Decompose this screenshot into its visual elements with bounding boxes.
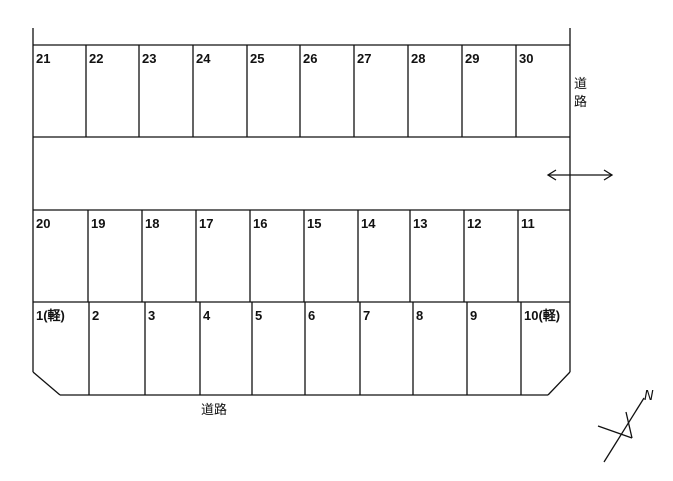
stall-number-middle: 19 <box>91 216 105 231</box>
stall-number-middle: 15 <box>307 216 321 231</box>
north-arrow-icon: N <box>597 389 654 463</box>
stall-number-middle: 13 <box>413 216 427 231</box>
stall-number-top: 26 <box>303 51 317 66</box>
stall-number-top: 23 <box>142 51 156 66</box>
stall-number-top: 29 <box>465 51 479 66</box>
stall-row-middle: 20 19 18 17 16 15 14 13 12 11 <box>33 210 570 303</box>
stall-number-bottom: 3 <box>148 308 155 323</box>
stall-number-bottom: 9 <box>470 308 477 323</box>
stall-number-middle: 20 <box>36 216 50 231</box>
stall-number-top: 27 <box>357 51 371 66</box>
stall-number-bottom: 7 <box>363 308 370 323</box>
stall-number-top: 30 <box>519 51 533 66</box>
north-label: N <box>644 389 654 404</box>
driving-aisle <box>33 169 614 211</box>
stall-number-bottom: 2 <box>92 308 99 323</box>
stall-number-middle: 18 <box>145 216 159 231</box>
stall-number-bottom: 8 <box>416 308 423 323</box>
stall-number-top: 22 <box>89 51 103 66</box>
stall-number-top: 25 <box>250 51 264 66</box>
stall-number-bottom: 5 <box>255 308 262 323</box>
stall-number-bottom: 4 <box>203 308 211 323</box>
two-way-arrow-icon <box>546 169 614 181</box>
stall-number-middle: 12 <box>467 216 481 231</box>
stall-number-middle: 11 <box>521 216 535 231</box>
stall-row-top: 21 22 23 24 25 26 27 28 29 30 <box>33 44 570 138</box>
stall-number-top: 28 <box>411 51 425 66</box>
stall-row-bottom: 1(軽) 2 3 4 5 6 7 8 9 10(軽) <box>36 302 560 395</box>
stall-number-top: 21 <box>36 51 50 66</box>
stall-number-middle: 14 <box>361 216 376 231</box>
stall-number-bottom: 10(軽) <box>524 308 560 323</box>
stall-number-middle: 16 <box>253 216 267 231</box>
stall-number-middle: 17 <box>199 216 213 231</box>
stall-number-bottom: 6 <box>308 308 315 323</box>
lot-boundary <box>32 28 571 396</box>
stall-number-bottom: 1(軽) <box>36 308 65 323</box>
south-road-label: 道路 <box>201 402 227 418</box>
east-road-label-line1: 道 <box>574 77 587 92</box>
east-road-label-line2: 路 <box>574 94 587 110</box>
stall-number-top: 24 <box>196 51 211 66</box>
